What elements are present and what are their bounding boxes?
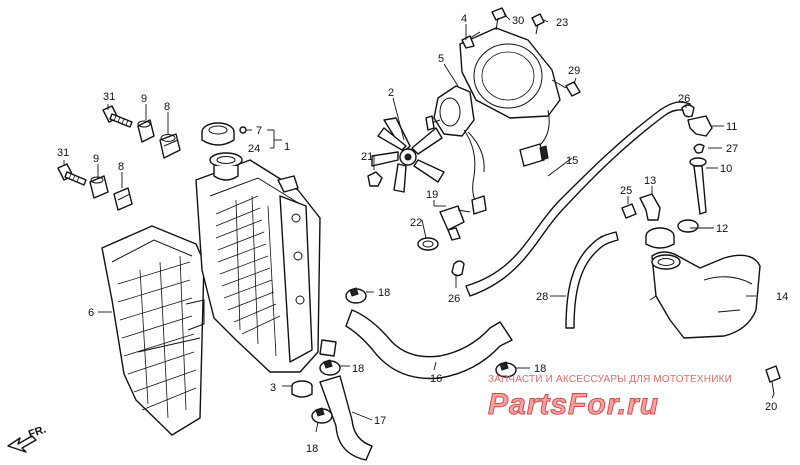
- clip-26-upper: [681, 104, 695, 118]
- callout-18-lower: 18: [306, 443, 318, 455]
- radiator-shroud: [101, 225, 205, 436]
- callout-21: 21: [361, 151, 373, 163]
- callout-numbers: 1 2 3 4 5 6 7 8 8 9 9 10 11 12 13 14 15 …: [57, 13, 788, 455]
- callout-18-upper: 18: [378, 287, 390, 299]
- callout-23: 23: [556, 17, 568, 29]
- leader-lines: [63, 13, 775, 433]
- callout-1: 1: [284, 141, 290, 153]
- o-ring-22: [417, 237, 439, 251]
- filler-pipe-10: [689, 157, 707, 215]
- callout-20: 20: [765, 401, 777, 413]
- callout-26-upper: 26: [678, 93, 690, 105]
- screw-23: [531, 13, 545, 35]
- lower-hose: [345, 309, 513, 380]
- callout-8-lower: 8: [118, 161, 124, 173]
- reserve-tank-cap: [645, 219, 699, 249]
- front-direction-label: FR.: [27, 423, 48, 440]
- fan-motor: [425, 85, 475, 137]
- callout-18-middle: 18: [352, 363, 364, 375]
- callout-27: 27: [726, 143, 738, 155]
- callout-26-lower: 26: [448, 293, 460, 305]
- callout-31-lower: 31: [57, 147, 69, 159]
- callout-13: 13: [644, 175, 656, 187]
- fan-blade: [371, 117, 445, 193]
- callout-18-right: 18: [534, 363, 546, 375]
- fan-connector: [519, 143, 549, 167]
- callout-7: 7: [256, 125, 262, 137]
- bolt-upper: [102, 105, 133, 128]
- callout-5: 5: [438, 53, 444, 65]
- callout-9-lower: 9: [93, 153, 99, 165]
- fan-shroud: [459, 27, 561, 119]
- grommet-upper: [159, 133, 181, 159]
- callout-3: 3: [270, 382, 276, 394]
- callout-15: 15: [566, 155, 578, 167]
- hose-clamp-18-middle: [319, 359, 341, 376]
- clip-26-lower: [451, 260, 465, 277]
- callout-19: 19: [426, 189, 438, 201]
- radiator-hose-17: [319, 375, 373, 461]
- hose-joint-25: [621, 203, 637, 219]
- hose-clamp-18-right: [495, 361, 517, 378]
- callout-22: 22: [410, 217, 422, 229]
- grommet-lower: [113, 187, 133, 211]
- hose-clamp-18-upper: [345, 287, 367, 304]
- callout-24: 24: [248, 143, 260, 155]
- callout-30: 30: [512, 15, 524, 27]
- callout-31-upper: 31: [103, 91, 115, 103]
- siphon-tube: [565, 231, 619, 329]
- elbow-13: [639, 193, 661, 221]
- callout-25: 25: [620, 185, 632, 197]
- cap-washer: [239, 126, 247, 134]
- watermark-line: ЗАПЧАСТИ И АКСЕССУАРЫ ДЛЯ МОТОТЕХНИКИ: [488, 374, 732, 385]
- clip-27: [693, 143, 705, 154]
- bolt-20: [765, 365, 781, 395]
- callout-6: 6: [88, 307, 94, 319]
- callout-28: 28: [536, 291, 548, 303]
- nut-21: [367, 171, 383, 187]
- screw-30: [491, 7, 507, 31]
- radiator: [195, 159, 337, 373]
- bolt-29: [551, 79, 581, 97]
- callout-2: 2: [388, 87, 394, 99]
- callout-17: 17: [374, 415, 386, 427]
- callout-4: 4: [461, 13, 467, 25]
- callout-14: 14: [776, 291, 788, 303]
- collar-upper: [137, 119, 155, 143]
- callout-29: 29: [568, 65, 580, 77]
- thermo-switch: [439, 205, 471, 241]
- fitting-3: [291, 380, 313, 398]
- filler-neck-ring: [209, 152, 243, 181]
- callout-11: 11: [726, 121, 737, 133]
- callout-12: 12: [716, 223, 728, 235]
- pipe-11: [687, 115, 713, 137]
- callout-8-upper: 8: [164, 101, 170, 113]
- watermark-logo: PartsFor.ru: [488, 388, 659, 421]
- collar-lower: [89, 175, 109, 199]
- hose-clamp-18-lower: [311, 407, 333, 424]
- reserve-tank: [649, 251, 761, 339]
- radiator-cap: [201, 122, 235, 146]
- watermark: ЗАПЧАСТИ И АКСЕССУАРЫ ДЛЯ МОТОТЕХНИКИ Pa…: [488, 374, 732, 422]
- callout-9-upper: 9: [141, 93, 147, 105]
- callout-10: 10: [720, 163, 732, 175]
- front-direction-arrow: FR.: [7, 423, 48, 453]
- bolt-lower: [57, 163, 87, 186]
- callout-16: 16: [430, 373, 442, 385]
